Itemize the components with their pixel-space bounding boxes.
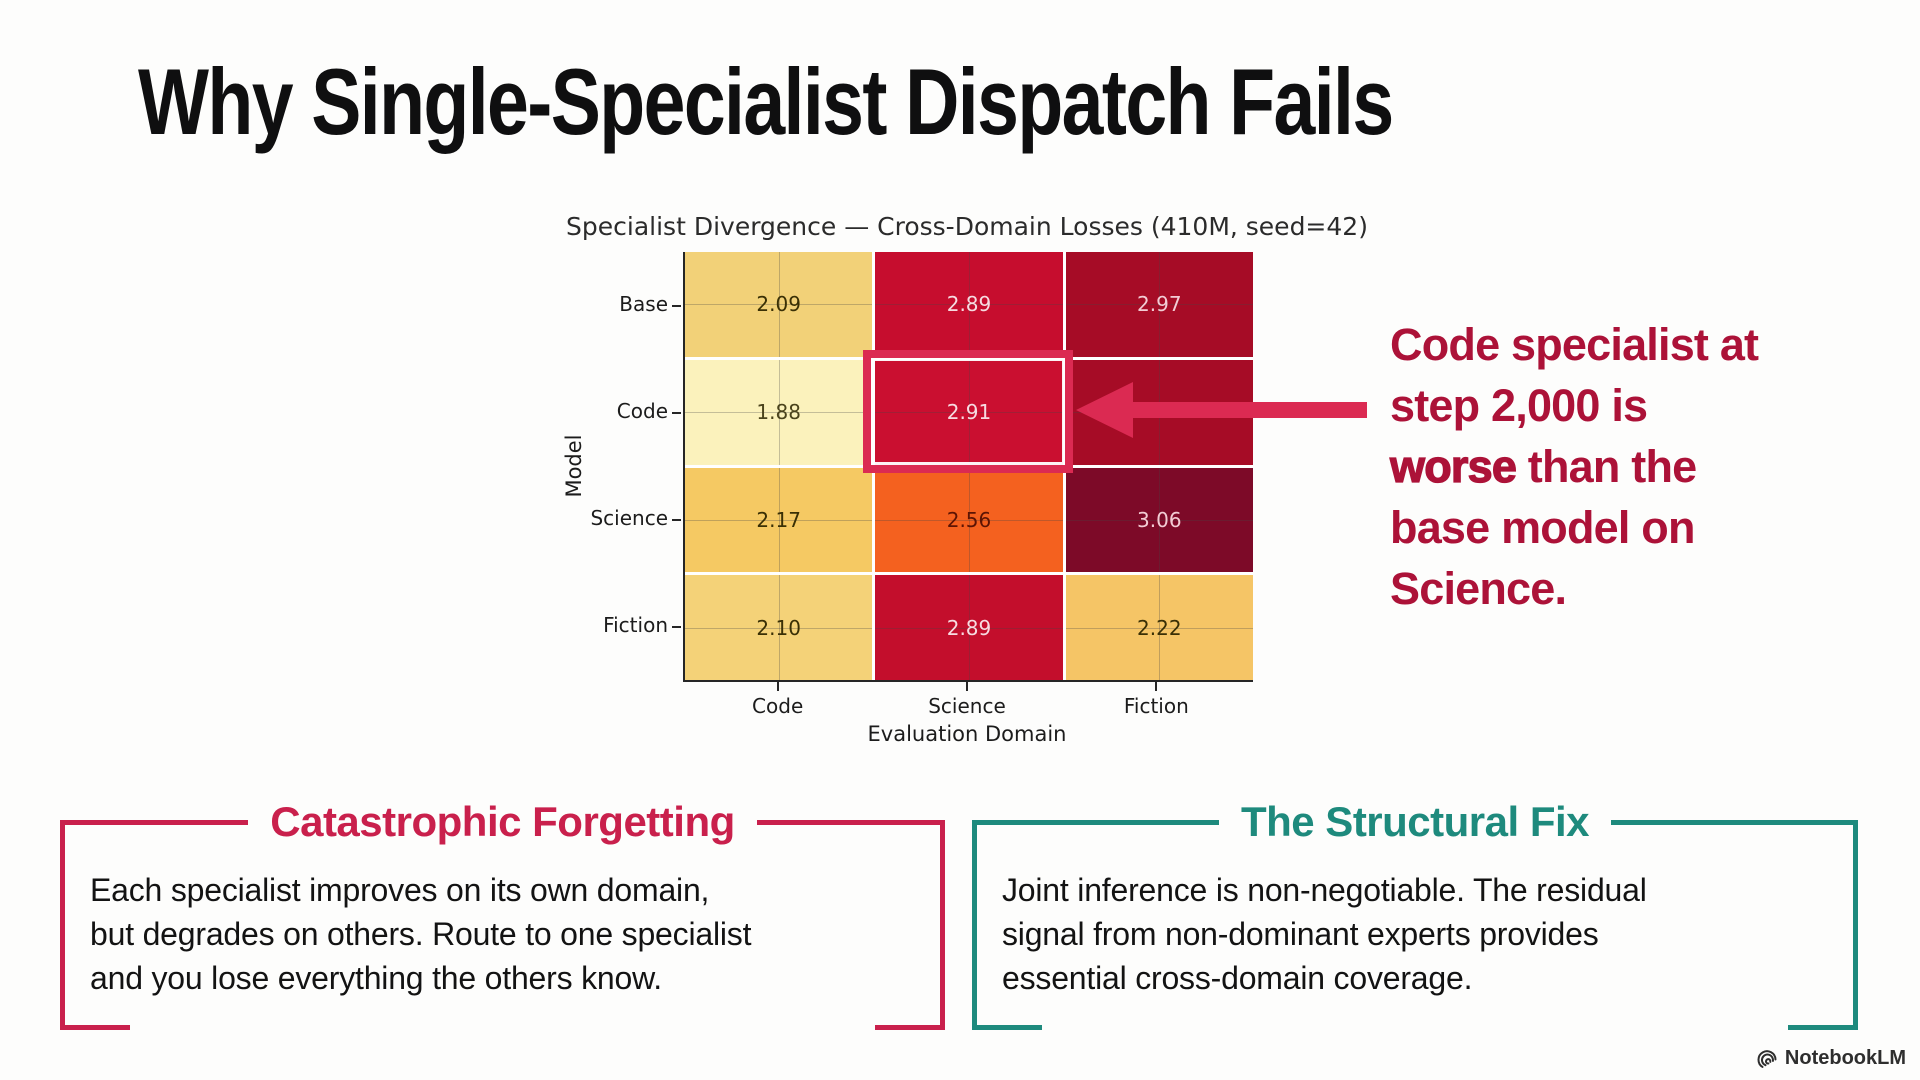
- frame-line: [1611, 819, 1858, 825]
- y-tick-label-Fiction: Fiction: [603, 612, 668, 637]
- panel-body-line: but degrades on others. Route to one spe…: [90, 916, 752, 952]
- notebooklm-wordmark: NotebookLM: [1784, 1046, 1906, 1069]
- x-tick-mark: [966, 682, 968, 691]
- frame-line: [1788, 1025, 1858, 1030]
- frame-line: [972, 819, 1219, 825]
- y-tick-label-Code: Code: [616, 398, 668, 423]
- x-tick-mark: [1155, 682, 1158, 691]
- panel-body-line: signal from non-dominant experts provide…: [1002, 916, 1599, 952]
- heatmap-cell-Code-Science: 2.91: [875, 359, 1063, 465]
- frame-line: [875, 1025, 945, 1030]
- frame-line: [60, 1025, 130, 1030]
- heatmap-cell-Base-Fiction: 2.97: [1065, 252, 1254, 357]
- panel-body-line: and you lose everything the others know.: [90, 960, 662, 996]
- chart-title: Specialist Divergence — Cross-Domain Los…: [566, 212, 1368, 241]
- frame-line: [756, 819, 946, 825]
- notebooklm-logo: NotebookLM: [1754, 1046, 1906, 1070]
- heatmap-cell-Fiction-Fiction: 2.22: [1065, 575, 1254, 680]
- x-tick-mark: [776, 682, 779, 691]
- heatmap-cell-Base-Code: 2.09: [685, 252, 873, 357]
- y-tick-mark: [672, 625, 681, 628]
- x-axis-label: Evaluation Domain: [867, 722, 1067, 746]
- notebooklm-swirl-icon: [1757, 1050, 1777, 1068]
- panel-top-frame: The Structural Fix: [972, 798, 1858, 845]
- heatmap-cell-Code-Code: 1.88: [685, 359, 873, 465]
- frame-line: [60, 822, 65, 1030]
- y-tick-label-Science: Science: [590, 505, 668, 530]
- frame-line: [972, 822, 977, 1030]
- x-tick-label-Code: Code: [752, 694, 804, 718]
- frame-line: [972, 1025, 1042, 1030]
- panel-catastrophic-forgetting: Catastrophic Forgetting Each specialist …: [60, 798, 946, 1030]
- panel-title: The Structural Fix: [1240, 798, 1590, 845]
- panel-body-text: Each specialist improves on its own doma…: [60, 844, 945, 1000]
- heatmap-cell-Science-Fiction: 3.06: [1065, 467, 1254, 573]
- y-axis-label: Model: [562, 434, 586, 498]
- page-title: Why Single-Specialist Dispatch Fails: [138, 49, 1394, 154]
- highlighted-cell-outline: [863, 350, 1073, 473]
- panel-body-line: Joint inference is non-negotiable. The r…: [1002, 872, 1647, 908]
- panel-body-line: Each specialist improves on its own doma…: [90, 872, 710, 908]
- panel-the-structural-fix: The Structural Fix Joint inference is no…: [972, 798, 1858, 1030]
- panel-body-text: Joint inference is non-negotiable. The r…: [972, 844, 1858, 1000]
- heatmap-cell-Fiction-Code: 2.10: [685, 575, 873, 680]
- frame-line: [940, 822, 945, 1030]
- heatmap-cell-Base-Science: 2.89: [875, 252, 1063, 357]
- y-tick-mark: [672, 411, 681, 414]
- heatmap-cell-Fiction-Science: 2.89: [875, 575, 1063, 680]
- y-tick-mark: [672, 304, 681, 307]
- y-tick-mark: [672, 518, 681, 521]
- x-tick-label-Science: Science: [928, 694, 1006, 718]
- heatmap-cell-Science-Code: 2.17: [685, 467, 873, 573]
- frame-line: [60, 819, 249, 825]
- x-tick-label-Fiction: Fiction: [1123, 694, 1189, 718]
- heatmap-cell-Science-Science: 2.56: [875, 467, 1063, 573]
- y-tick-label-Base: Base: [619, 291, 668, 316]
- heatmap-cell-Code-Fiction: [1065, 359, 1254, 465]
- panel-body-line: essential cross-domain coverage.: [1002, 960, 1473, 996]
- panel-title: Catastrophic Forgetting: [270, 798, 735, 845]
- panel-top-frame: Catastrophic Forgetting: [60, 798, 946, 845]
- frame-line: [1853, 822, 1858, 1030]
